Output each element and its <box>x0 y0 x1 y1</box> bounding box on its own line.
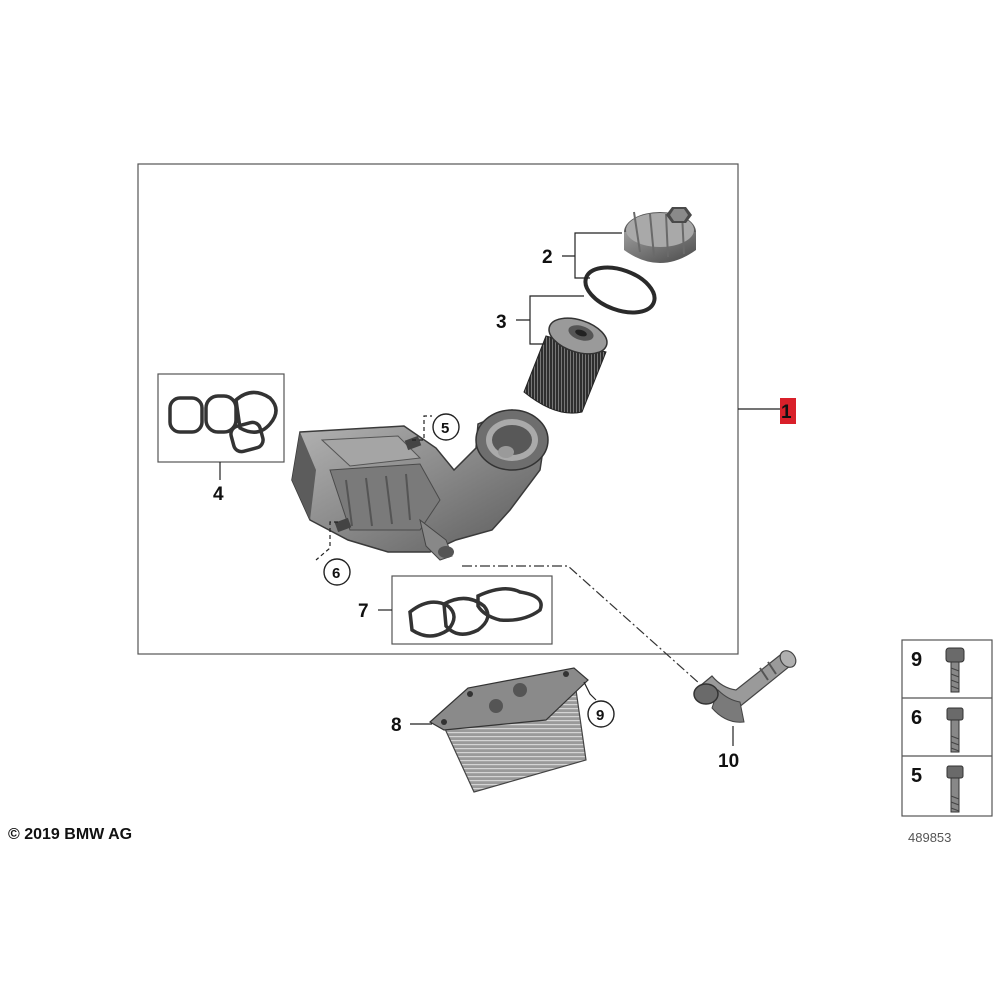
callout-9: 9 <box>596 707 604 724</box>
callout-5-circle <box>432 413 460 441</box>
callout-3: 3 <box>496 312 507 333</box>
bolt-9-icon <box>945 647 965 693</box>
oil-filter-housing-part <box>291 409 549 561</box>
assembly-path-line <box>462 565 701 685</box>
diagram-id: 489853 <box>908 830 952 845</box>
callout-7: 7 <box>358 601 369 622</box>
callout-6: 6 <box>332 565 340 582</box>
gasket-set-7-part <box>408 587 543 638</box>
legend-number-5: 5 <box>911 765 922 787</box>
legend-number-9: 9 <box>911 649 922 671</box>
callout-8: 8 <box>391 715 402 736</box>
bolt-6-icon <box>946 707 964 753</box>
callout-3-bracket <box>516 295 584 345</box>
bolt-5-icon <box>946 765 964 813</box>
callout-6-leader <box>315 521 338 561</box>
callout-10: 10 <box>718 751 739 772</box>
callout-5-leader <box>412 415 432 441</box>
gasket-set-4-part <box>168 390 278 454</box>
callout-9-leader <box>583 681 597 701</box>
callout-6-circle <box>323 558 351 586</box>
callout-4: 4 <box>213 484 224 505</box>
copyright-notice: © 2019 BMW AG <box>8 826 133 843</box>
callout-9-circle <box>587 700 615 728</box>
callout-1-highlight <box>780 398 796 424</box>
fastener-legend: 9 6 5 <box>901 639 993 817</box>
filter-element-part <box>523 317 608 414</box>
legend-number-6: 6 <box>911 707 922 729</box>
pipe-elbow-part <box>693 650 797 723</box>
filter-cap-part <box>624 207 696 263</box>
cap-o-ring-part <box>583 265 657 315</box>
oil-cooler-part <box>428 667 589 793</box>
callout-2-bracket <box>562 232 622 279</box>
callout-1: 1 <box>781 402 792 423</box>
callout-2: 2 <box>542 247 553 268</box>
gasket-set-4-box <box>157 373 285 463</box>
callout-5: 5 <box>441 420 449 437</box>
